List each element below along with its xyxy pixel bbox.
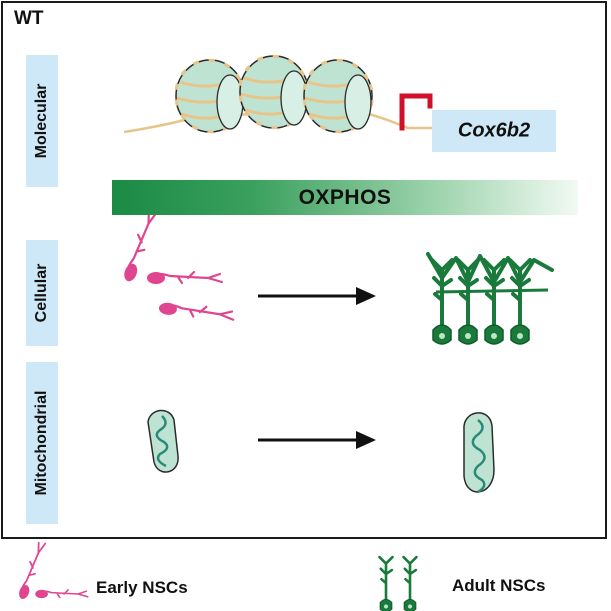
oxphos-label: OXPHOS [298, 185, 392, 209]
row-label-mitochondrial: Mitochondrial [26, 362, 58, 524]
oxphos-gradient-bar: OXPHOS [112, 180, 578, 215]
nucleosome-icon [292, 49, 384, 143]
adult-nsc-cluster [426, 252, 554, 346]
promoter-arrow-icon [399, 93, 433, 131]
adult-nsc-icon [402, 555, 418, 611]
adult-nsc-icon [378, 555, 394, 611]
row-label-cellular: Cellular [26, 240, 58, 346]
right-arrow-icon [258, 287, 376, 305]
mitochondrion-icon [147, 409, 179, 473]
adult-nsc-icon [456, 258, 480, 346]
gene-name: Cox6b2 [457, 119, 531, 142]
early-nsc-icon [120, 207, 161, 285]
legend-adult-nscs: Adult NSCs [452, 576, 546, 595]
early-nsc-icon [145, 270, 224, 286]
mitochondrion-icon [463, 412, 495, 494]
right-arrow-icon [258, 431, 376, 449]
genotype-label: WT [14, 8, 44, 29]
row-label-molecular: Molecular [26, 55, 58, 187]
gene-box: Cox6b2 [432, 110, 556, 152]
early-nsc-icon [157, 300, 236, 323]
wt-panel [1, 1, 607, 539]
legend-early-nscs: Early NSCs [96, 578, 188, 597]
adult-nsc-icon [430, 258, 454, 346]
early-nsc-icon [34, 589, 89, 599]
